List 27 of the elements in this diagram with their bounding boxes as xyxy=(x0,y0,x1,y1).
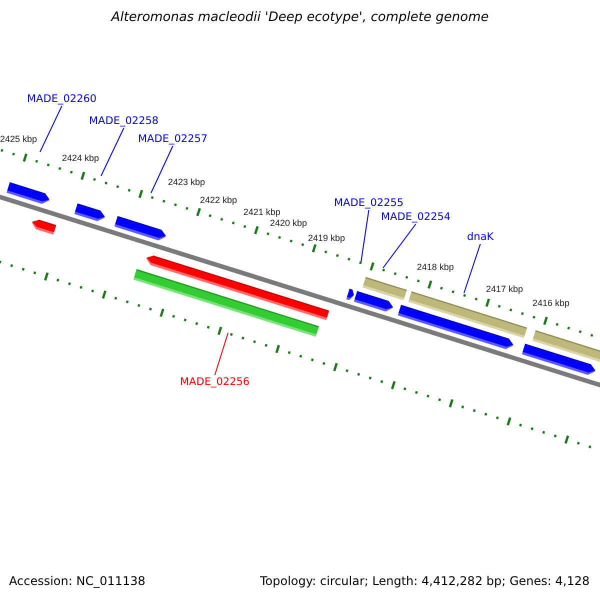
leader-line xyxy=(150,146,174,194)
leader-line xyxy=(214,332,228,376)
leader-line xyxy=(100,128,124,176)
position-label: 2425 kbp xyxy=(0,134,38,144)
accession-text: Accession: NC_011138 xyxy=(9,574,146,588)
gene-label: MADE_02256 xyxy=(180,376,250,388)
gene-label: MADE_02260 xyxy=(27,93,97,105)
position-label: 2424 kbp xyxy=(62,153,100,163)
position-label: 2421 kbp xyxy=(243,207,280,218)
leader-line xyxy=(40,106,62,152)
gene-label: dnaK xyxy=(467,231,494,243)
leader-line xyxy=(382,224,416,268)
gene-label: MADE_02255 xyxy=(334,197,404,209)
leader-line xyxy=(464,244,481,294)
gene-label: MADE_02258 xyxy=(89,115,159,127)
position-label: 2422 kbp xyxy=(200,195,238,205)
gene-label: MADE_02254 xyxy=(381,211,451,223)
leader-line xyxy=(360,210,370,262)
genome-summary-text: Topology: circular; Length: 4,412,282 bp; Genes: 4,128 xyxy=(260,574,590,588)
position-label: 2418 kbp xyxy=(416,262,454,272)
position-label: 2419 kbp xyxy=(308,233,346,243)
position-label: 2420 kbp xyxy=(270,218,308,228)
position-label: 2416 kbp xyxy=(532,298,570,308)
position-label: 2423 kbp xyxy=(168,177,206,187)
gene-label: MADE_02257 xyxy=(138,133,208,145)
position-label: 2417 kbp xyxy=(486,284,524,294)
map-title: Alteromonas macleodii 'Deep ecotype', complete genome xyxy=(110,10,490,25)
